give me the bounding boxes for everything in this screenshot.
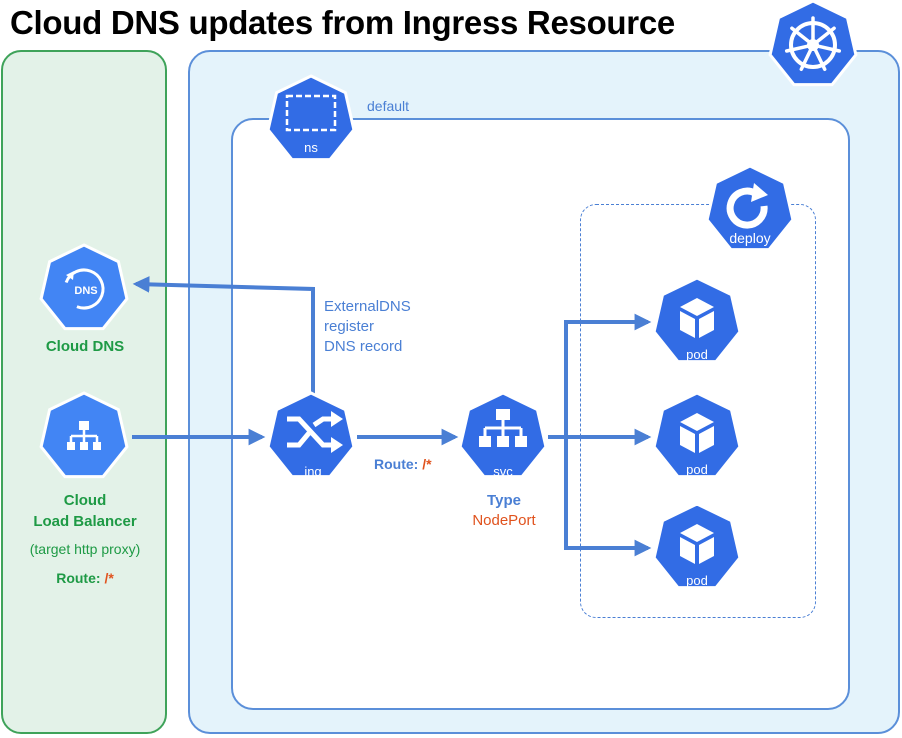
ing-to-dns-arrow: [132, 275, 315, 395]
cloud-dns-icon-text: DNS: [74, 285, 97, 297]
namespace-icon: [266, 74, 356, 162]
kubernetes-helm-icon: [768, 0, 858, 87]
service-hierarchy-icon: [458, 391, 548, 479]
pod-cube-icon: [652, 391, 742, 479]
externaldns-line2: register: [324, 318, 375, 335]
svc-to-pod3-arrow: [564, 437, 652, 557]
load-balancer-sublabel: (target http proxy): [29, 541, 141, 557]
ingress-route: Route: /*: [374, 456, 432, 472]
deployment-boundary: [580, 204, 816, 618]
cloud-dns-icon: [39, 243, 129, 331]
diagram-title: Cloud DNS updates from Ingress Resource: [10, 4, 675, 41]
deploy-label: deploy: [729, 230, 770, 246]
pod-label-2: pod: [686, 462, 708, 477]
ingress-route-prefix: Route:: [374, 456, 423, 472]
pod-cube-icon: [652, 276, 742, 364]
load-balancer-label-line2: Load Balancer: [33, 513, 137, 530]
load-balancer-icon: [39, 391, 129, 479]
pod-cube-icon: [652, 502, 742, 590]
load-balancer-route-prefix: Route:: [56, 570, 105, 586]
load-balancer-label-line1: Cloud: [63, 492, 107, 509]
load-balancer-route: Route: /*: [10, 570, 160, 586]
externaldns-line1: ExternalDNS: [324, 298, 411, 315]
load-balancer-route-value: /*: [104, 570, 114, 586]
namespace-icon-label: ns: [304, 140, 318, 155]
externaldns-line3: DNS record: [324, 338, 403, 355]
service-type-value: NodePort: [472, 512, 536, 529]
svc-to-pod1-arrow: [548, 313, 652, 439]
ingress-icon-label: ing: [304, 464, 321, 479]
deploy-icon: [705, 164, 795, 252]
cloud-dns-label: Cloud DNS: [45, 338, 125, 355]
ingress-route-value: /*: [422, 456, 432, 472]
namespace-name: default: [367, 98, 409, 114]
service-type-label: Type: [487, 492, 521, 509]
ingress-shuffle-icon: [266, 391, 356, 479]
service-icon-label: svc: [493, 464, 513, 479]
pod-label-3: pod: [686, 573, 708, 588]
pod-label-1: pod: [686, 347, 708, 362]
